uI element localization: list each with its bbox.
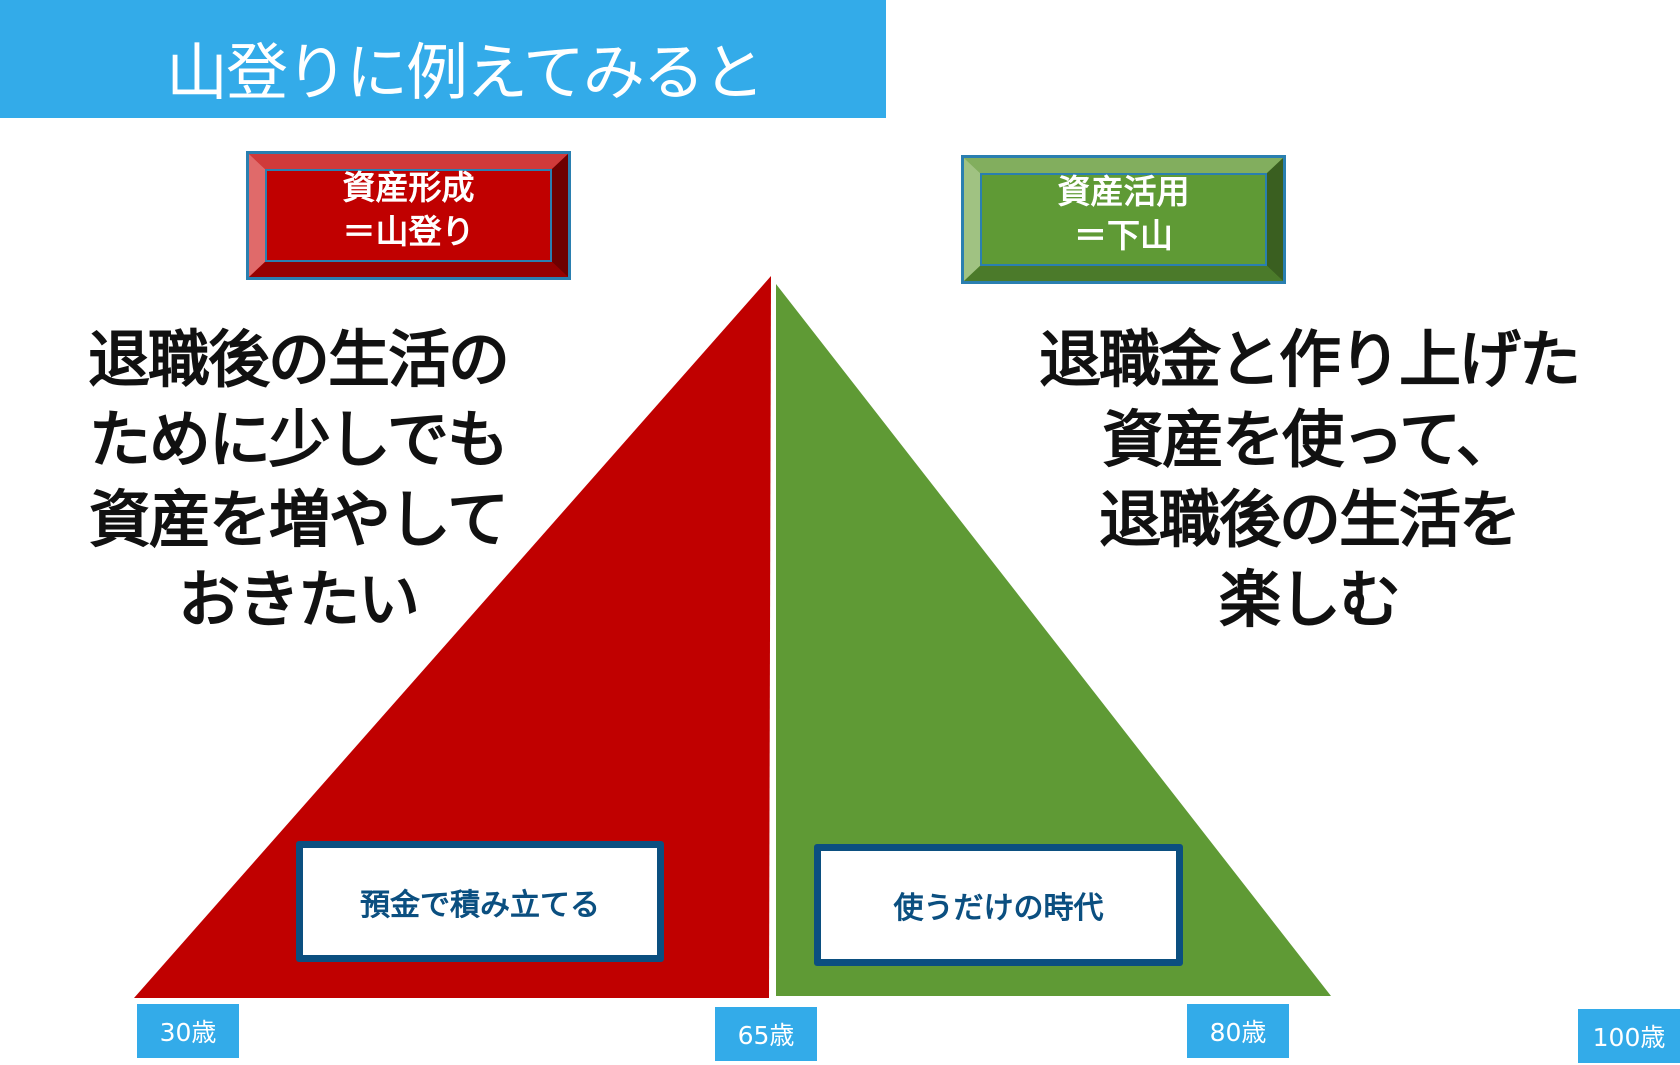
descent-triangle (776, 284, 1331, 996)
badge-line-2: ＝山登り (342, 212, 475, 251)
message-line: 退職後の生活を (1098, 483, 1521, 556)
badge-line-2: ＝下山 (1074, 216, 1173, 255)
savings-period-box: 預金で積み立てる (296, 841, 664, 962)
bevel-frame (249, 154, 568, 277)
age-label-100: 100歳 (1578, 1009, 1680, 1063)
left-message: 退職後の生活の ために少しでも 資産を増やして おきたい (48, 320, 548, 640)
right-message: 退職金と作り上げた 資産を使って、 退職後の生活を 楽しむ (1029, 320, 1589, 640)
message-line: 資産を増やして (88, 483, 509, 556)
message-line: 退職金と作り上げた (1038, 323, 1581, 396)
message-line: ために少しでも (88, 403, 509, 476)
asset-building-badge: 資産形成 ＝山登り (246, 151, 571, 280)
title-bar (0, 0, 886, 118)
message-line: 資産を使って、 (1102, 403, 1518, 476)
badge-line-1: 資産形成 (342, 168, 475, 207)
age-label-80: 80歳 (1187, 1004, 1289, 1058)
ascent-triangle (134, 276, 771, 998)
message-line: おきたい (177, 563, 420, 636)
spending-period-box: 使うだけの時代 (814, 844, 1183, 966)
asset-utilization-badge: 資産活用 ＝下山 (961, 155, 1286, 284)
page-title: 山登りに例えてみると (166, 36, 765, 109)
age-label-30: 30歳 (137, 1004, 239, 1058)
message-line: 退職後の生活の (87, 323, 510, 396)
badge-line-1: 資産活用 (1057, 172, 1190, 211)
bevel-frame (964, 158, 1283, 281)
age-label-65: 65歳 (715, 1007, 817, 1061)
message-line: 楽しむ (1218, 563, 1401, 636)
